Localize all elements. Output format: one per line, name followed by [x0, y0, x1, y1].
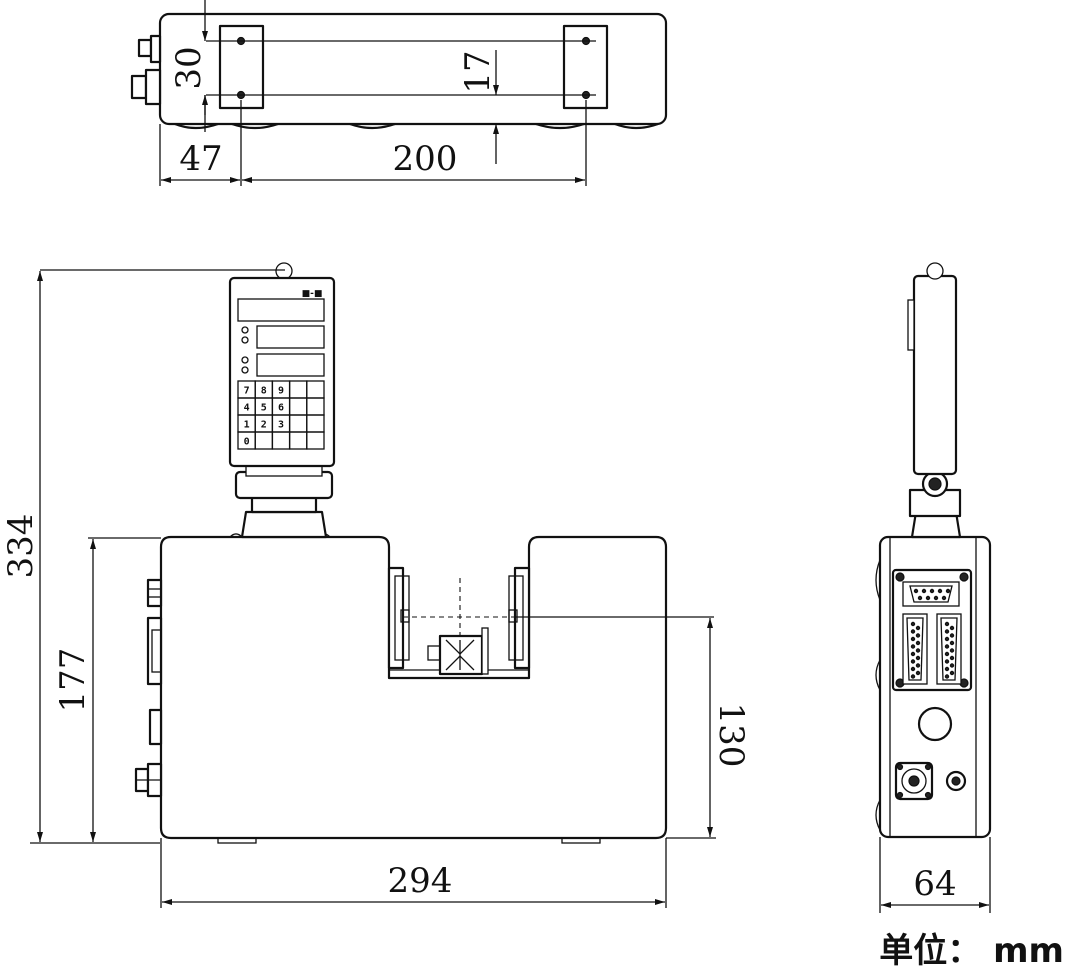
- keypad-key-label: 7: [244, 386, 250, 397]
- side-connector: [146, 616, 163, 686]
- connector-pin: [933, 595, 939, 601]
- connector-pin: [949, 648, 955, 653]
- display-1: [237, 298, 325, 322]
- connector-pin: [944, 644, 950, 649]
- connector-pin: [949, 640, 955, 646]
- connector-pin: [925, 595, 931, 601]
- connector-pin: [944, 651, 950, 657]
- connector-pin: [944, 629, 950, 634]
- connector-pin: [949, 625, 955, 631]
- dim-130-label: 130: [711, 703, 751, 768]
- connector-pin: [915, 625, 921, 631]
- connector-pin: [910, 674, 916, 679]
- connector-pin: [913, 588, 919, 594]
- controller-logo: ■-■: [302, 289, 323, 299]
- dim-30-label: 30: [169, 46, 209, 89]
- keypad-key-label: 0: [244, 437, 250, 448]
- connector-pin: [917, 595, 923, 601]
- connector-pin: [915, 648, 921, 653]
- connector-pin: [915, 670, 921, 676]
- top-view-foot: [349, 122, 396, 130]
- keypad-key-label: 2: [261, 420, 267, 431]
- top-view-foot: [535, 122, 585, 130]
- top-view: 30 17 47 200: [130, 0, 668, 186]
- top-view-foot: [174, 122, 219, 130]
- connector-pin: [910, 629, 916, 634]
- connector-pin: [949, 663, 955, 668]
- connector-pin: [944, 659, 950, 664]
- connector-pin: [944, 621, 950, 627]
- dim-17-label: 17: [458, 50, 498, 93]
- dim-334-label: 334: [1, 514, 41, 579]
- round-port: [917, 706, 953, 742]
- connector-pin: [910, 636, 916, 642]
- connector-pin: [910, 621, 916, 627]
- connector-pin: [949, 633, 955, 638]
- connector-pin: [944, 636, 950, 642]
- emitter-housing: [387, 566, 405, 670]
- connector-pin: [949, 655, 955, 661]
- connector-pin: [949, 670, 955, 676]
- dim-47-label: 47: [179, 139, 222, 179]
- dim-64-label: 64: [913, 864, 956, 904]
- connector-pin: [915, 633, 921, 638]
- connector-pin: [910, 666, 916, 672]
- connector-pin: [910, 659, 916, 664]
- connector-pin: [941, 595, 947, 601]
- connector-pin: [921, 588, 927, 594]
- side-view: 64: [875, 262, 992, 913]
- side-controller: [912, 274, 958, 476]
- connector-pin: [915, 655, 921, 661]
- side-connector: [146, 578, 163, 608]
- connector-pin: [910, 651, 916, 657]
- top-view-foot: [231, 122, 279, 130]
- display-3: [256, 353, 325, 377]
- top-connector: [130, 74, 148, 100]
- keypad-key-label: 6: [278, 403, 284, 414]
- instrument-body: [159, 535, 668, 840]
- connector-pin: [944, 674, 950, 679]
- connector-pin: [944, 666, 950, 672]
- top-connector: [137, 38, 153, 58]
- display-2: [256, 325, 325, 349]
- keypad-key-label: 9: [278, 386, 284, 397]
- v-block: [427, 627, 489, 676]
- controller-stand: [240, 510, 328, 539]
- connector-pin: [915, 640, 921, 646]
- keypad-key-label: 8: [261, 386, 267, 397]
- connector-pin: [945, 588, 951, 594]
- dim-294-label: 294: [388, 861, 453, 901]
- keypad-key-label: 5: [261, 403, 267, 414]
- keypad-key-label: 4: [244, 403, 250, 414]
- dim-177-label: 177: [53, 648, 93, 713]
- keypad-key-label: 3: [278, 420, 284, 431]
- keypad-key: [306, 431, 325, 450]
- dim-200-label: 200: [393, 139, 458, 179]
- connector-pin: [929, 588, 935, 594]
- side-connector: [148, 708, 163, 746]
- keypad-key-label: 1: [244, 420, 250, 431]
- connector-pin: [937, 588, 943, 594]
- connector-pin: [910, 644, 916, 649]
- receiver-housing: [513, 566, 531, 670]
- unit-label: 单位： mm: [879, 931, 1064, 971]
- top-view-foot: [614, 122, 659, 130]
- connector-pin: [915, 663, 921, 668]
